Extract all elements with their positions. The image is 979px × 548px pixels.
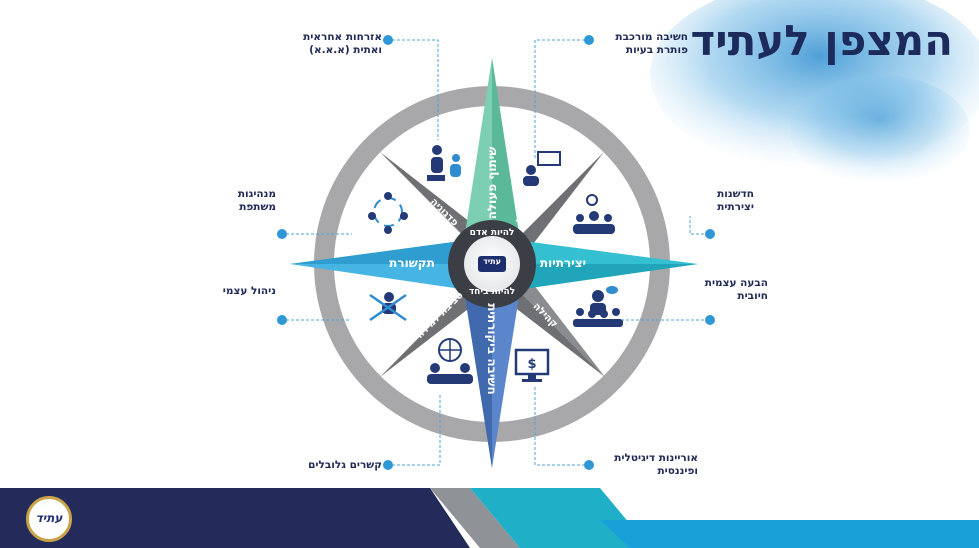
hub-logo-badge xyxy=(478,256,506,272)
point-south-label-wrap: חשיבה ביקורתית xyxy=(472,300,512,400)
hub-logo-text: עתיד xyxy=(483,257,501,266)
point-south-shade xyxy=(464,290,492,468)
callout-line: יצירתית xyxy=(717,201,754,213)
callout-responsibility: אזרחות אחראית ואתית (א.א.א) xyxy=(298,31,382,57)
idea-team-icon xyxy=(573,194,615,234)
teamwork-people-icon xyxy=(427,145,461,181)
callout-global: קשרים גלובלים xyxy=(308,459,382,472)
circle-of-people-icon xyxy=(368,192,408,234)
callout-line: הבעה עצמית xyxy=(704,277,768,289)
presentation-icon xyxy=(523,151,561,186)
callout-line: חדשנות xyxy=(717,188,754,200)
callout-line: קשרים גלובלים xyxy=(308,459,382,471)
leader-dots xyxy=(277,35,715,470)
callout-leadership: מנהיגות משתפת xyxy=(224,188,276,214)
callout-line: ופיננסית xyxy=(657,465,698,477)
callout-self-efficacy: הבעה עצמית חיובית xyxy=(698,277,768,303)
callout-complex-thinking: חשיבה מורכבת פותרת בעיות xyxy=(598,31,688,57)
callout-line: מנהיגות xyxy=(237,188,276,200)
globe-handshake-icon xyxy=(427,338,473,384)
point-north-label: שיתוף פעולה xyxy=(485,146,499,220)
point-east-shade xyxy=(516,264,698,290)
callout-line: ניהול עצמי xyxy=(222,285,276,297)
point-north-label-wrap: שיתוף פעולה xyxy=(472,146,512,226)
svg-text:$: $ xyxy=(527,357,536,372)
point-west-label: תקשורת xyxy=(389,256,435,270)
callout-line: אוריינות דיגיטלית xyxy=(614,452,698,464)
callout-line: אזרחות אחראית xyxy=(303,31,382,43)
callout-line: חיובית xyxy=(737,290,768,302)
callout-line: ואתית (א.א.א) xyxy=(309,44,382,56)
icons: $ xyxy=(368,145,623,384)
footer-navy-band xyxy=(0,488,470,548)
callout-line: משתפת xyxy=(239,201,276,213)
hub-top-text: להיות אדם xyxy=(469,228,515,238)
point-north-shade xyxy=(492,58,520,240)
monitor-dollar-icon: $ xyxy=(514,348,550,382)
callout-innovation: חדשנות יצירתית xyxy=(698,188,754,214)
footer-teal-stripe xyxy=(470,488,650,548)
callout-self-management: ניהול עצמי xyxy=(216,285,276,298)
watercolor-splash-2 xyxy=(790,75,970,185)
hub-bottom-text: להיות ביחד xyxy=(468,287,516,297)
audience-icon xyxy=(573,286,623,327)
point-east-label: יצירתיות xyxy=(539,256,587,270)
point-west-shade xyxy=(290,240,468,264)
page-title: המצפן לעתיד xyxy=(690,16,953,65)
footer-logo: עתיד xyxy=(26,496,72,542)
callout-literacy: אוריינות דיגיטלית ופיננסית xyxy=(598,452,698,478)
footer-logo-text: עתיד xyxy=(35,511,63,525)
point-south-label: חשיבה ביקורתית xyxy=(485,303,499,395)
self-direction-icon xyxy=(369,292,407,322)
footer-blue-band xyxy=(600,520,979,548)
compass xyxy=(290,58,698,468)
callout-line: חשיבה מורכבת xyxy=(615,31,688,43)
callout-line: פותרת בעיות xyxy=(625,44,688,56)
footer-gray-stripe xyxy=(430,488,520,548)
